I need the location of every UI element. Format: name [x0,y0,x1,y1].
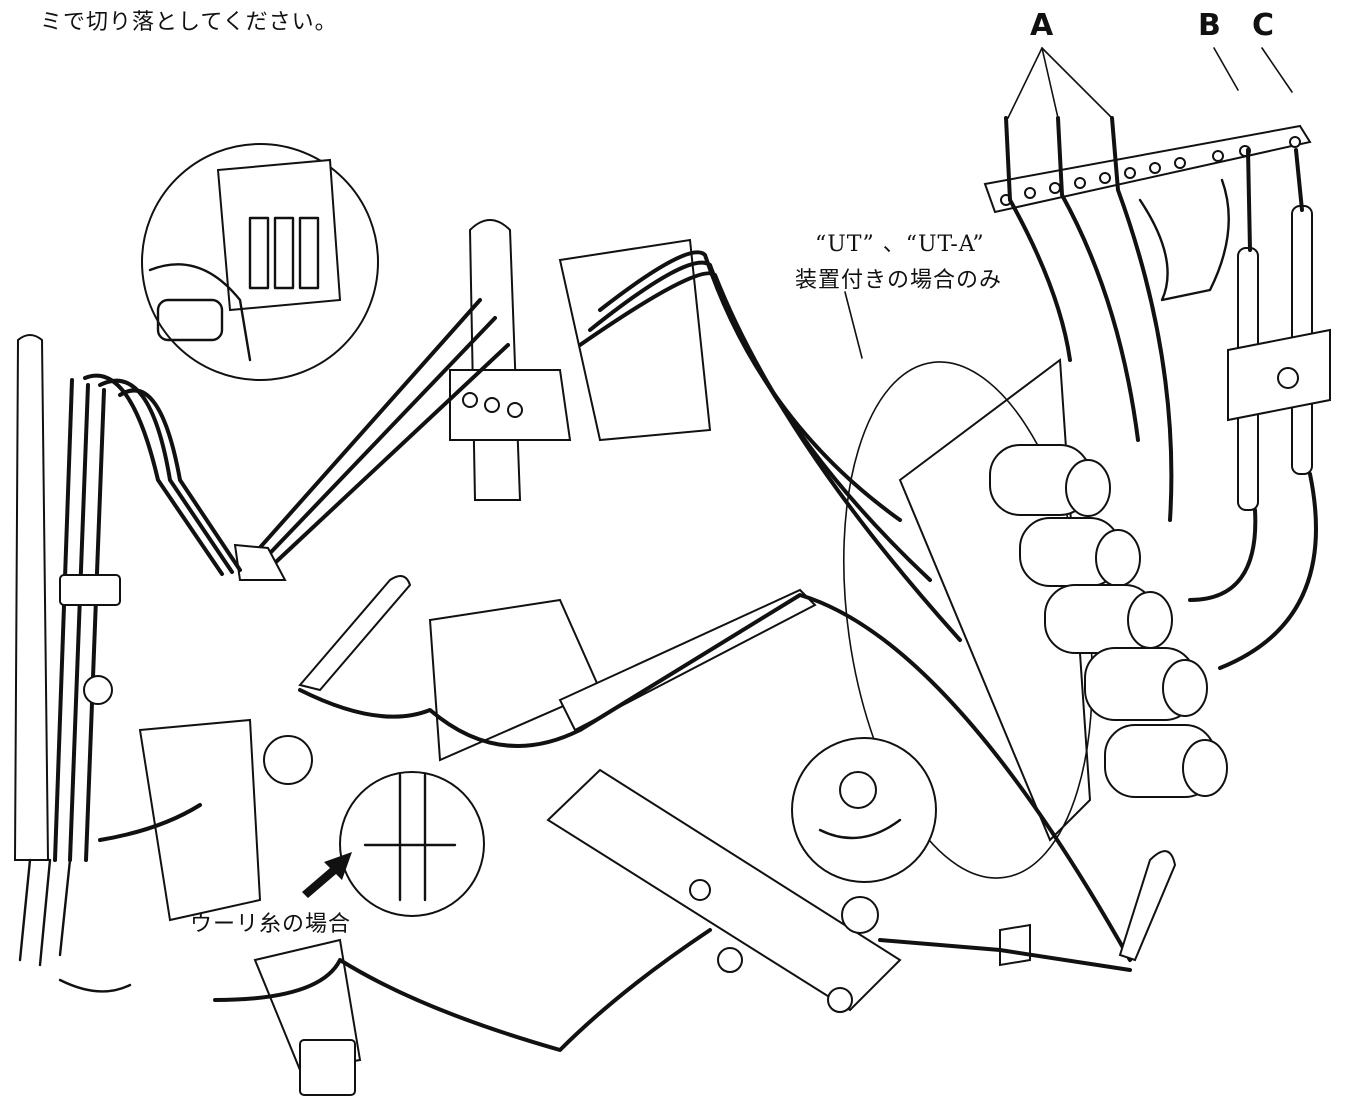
detail-inset-woolly [339,771,485,917]
threads-bc [1188,472,1318,670]
arrow-icon [302,852,352,898]
instruction-text: ミで切り落としてください。 [40,10,338,35]
bottom-plate [213,768,1177,1096]
threads-upper [238,250,962,642]
label-c: C [1252,8,1275,43]
threads-a [1004,116,1174,522]
thread-guide-bar [983,124,1312,302]
detail-inset-upper [141,143,379,381]
lower-guides [98,575,1132,962]
label-a: A [1030,8,1054,43]
label-b: B [1198,8,1221,43]
ut-note-line2: 装置付きの場合のみ [795,268,1003,293]
thread-tubes [1227,148,1331,511]
upper-looper-guide [449,219,712,501]
tension-discs [989,444,1228,798]
label-leaders [844,47,1293,359]
angled-arm [83,373,287,581]
woolly-thread-note: ウーリ糸の場合 [190,912,352,937]
detail-inset-tension [791,737,937,883]
needle-bar [13,334,132,993]
ut-note-line1: “UT” 、“UT-A” [815,232,985,257]
